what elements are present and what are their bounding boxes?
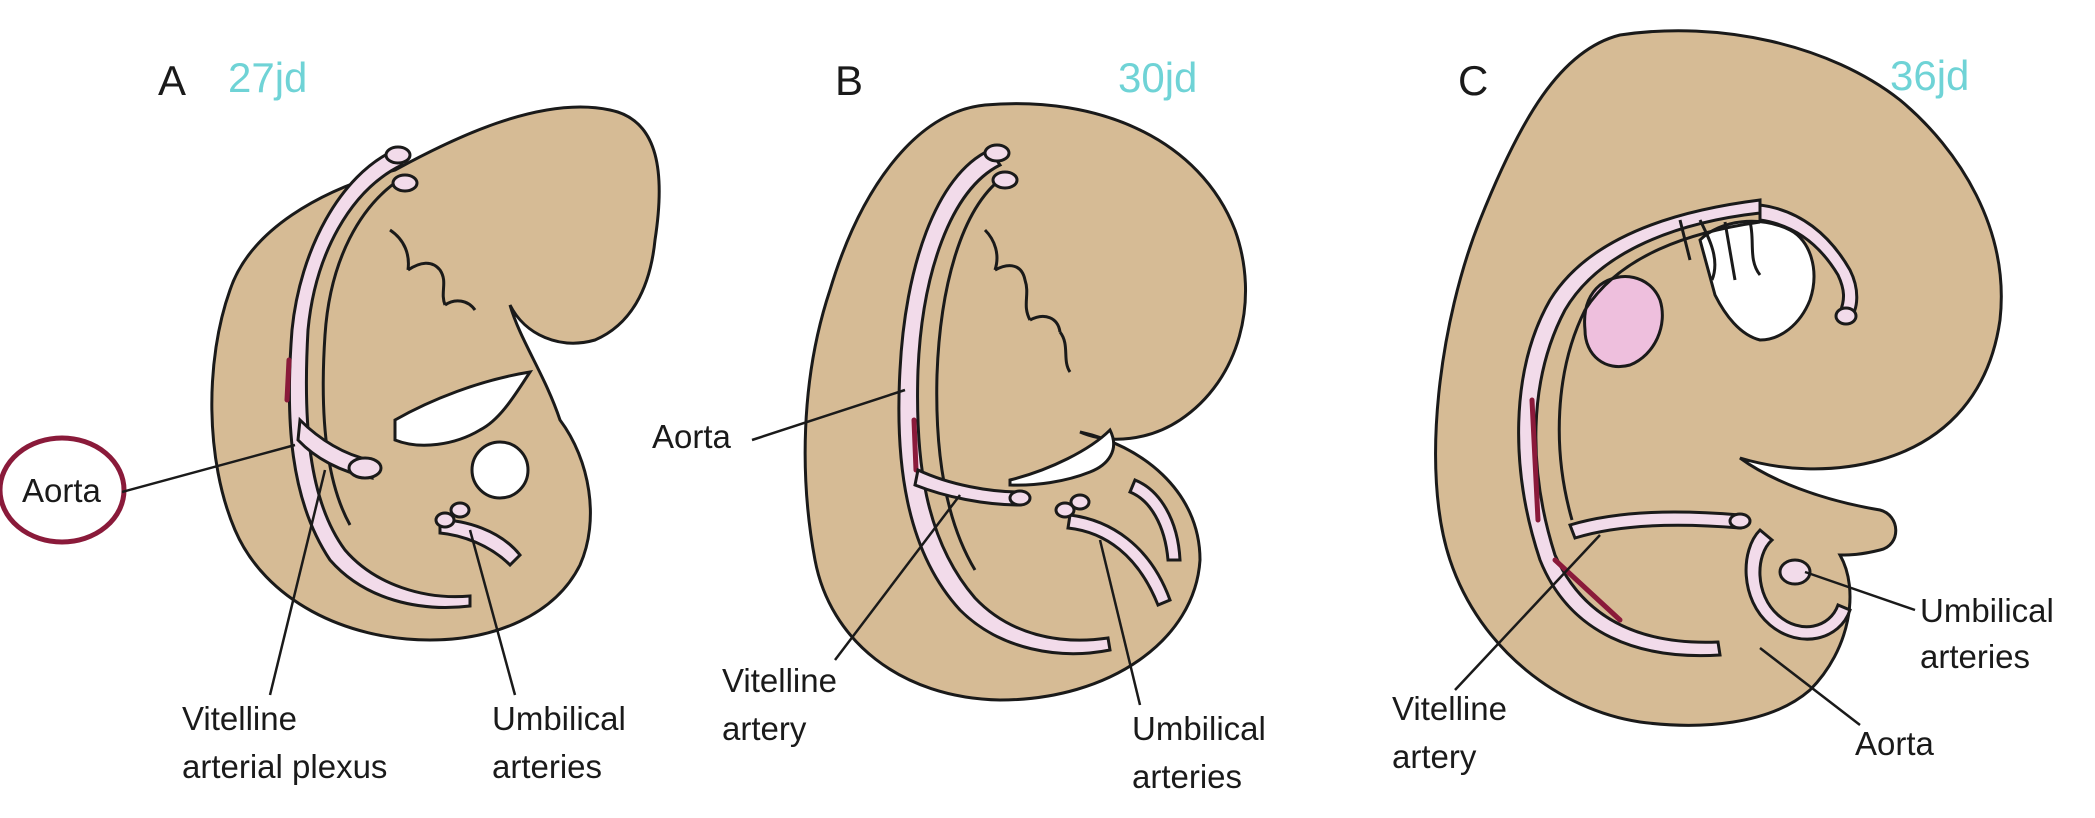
panel-c-vitelline-label-2: artery — [1392, 738, 1477, 775]
panel-b-vitelline-label-2: artery — [722, 710, 807, 747]
panel-a-age: 27jd — [228, 54, 307, 101]
panel-a-dorsal-aorta — [287, 148, 472, 609]
panel-b-umbilical-end-2 — [1069, 493, 1091, 511]
panel-b-blood-mark-1 — [911, 417, 919, 473]
panel-b-aorta-inner — [935, 176, 1003, 571]
panel-a-umbilical-label-1: Umbilical — [492, 700, 626, 737]
panel-a-vitelline-label-2: arterial plexus — [182, 748, 387, 785]
panel-a-umbilical-loop — [470, 440, 530, 500]
panel-c-aorta-label: Aorta — [1855, 725, 1935, 762]
panel-c-arch-branch-end — [1834, 306, 1858, 326]
panel-c-letter: C — [1458, 57, 1488, 104]
panel-b-dorsal-aorta — [897, 148, 1112, 656]
panel-b-umbilical-loop — [1128, 478, 1182, 562]
panel-a-umbilical-leader — [468, 529, 517, 696]
panel-c-heart — [1583, 275, 1664, 368]
panel-b-aorta-leader — [751, 388, 906, 442]
panel-a-umbilical-vessels — [438, 518, 523, 568]
panel-c-aorta-leader — [1759, 647, 1861, 726]
panel-c-pharyngeal-arches — [1678, 219, 1762, 281]
panel-c-blood-mark-1 — [1529, 397, 1541, 523]
panel-b-vitelline-label-1: Vitelline — [722, 662, 837, 699]
panel-a-embryo-body — [210, 105, 661, 642]
panel-b-umbilical-leader — [1098, 539, 1142, 706]
panel-b-vitelline-end — [1008, 489, 1032, 507]
panel-c-umbilical-loop — [1744, 527, 1852, 641]
panel-b-letter: B — [835, 57, 863, 104]
panel-b-aorta-label: Aorta — [652, 418, 732, 455]
panel-c-umbilical-end — [1778, 558, 1812, 586]
panel-a-aortic-arch-top — [384, 145, 412, 165]
panel-b: B 30jd Aorta Vitelline artery Umbilical … — [652, 54, 1266, 795]
panel-b-age: 30jd — [1118, 54, 1197, 101]
panel-c-aorta-inner — [1557, 220, 1761, 521]
panel-b-umbilical-label-1: Umbilical — [1132, 710, 1266, 747]
panel-c-age: 36jd — [1890, 52, 1969, 99]
panel-a-gut-opening — [393, 369, 534, 447]
panel-a-aorta-leader — [121, 443, 296, 494]
panel-b-gut-opening — [1008, 427, 1116, 487]
panel-c-dorsal-aorta — [1517, 198, 1762, 658]
panel-b-umbilical-label-2: arteries — [1132, 758, 1242, 795]
panel-a-branch-vessels — [389, 228, 477, 311]
panel-b-branch-vessels — [983, 228, 1072, 373]
panel-a-umbilical-end-2 — [449, 501, 471, 519]
panel-c-vitelline-leader — [1454, 534, 1601, 691]
panel-c-umbilical-label-1: Umbilical — [1920, 592, 2054, 629]
panel-a-blood-mark — [284, 357, 292, 403]
panel-a-umbilical-end-1 — [434, 511, 456, 529]
panel-c: C 36jd Umbilical arteries Aorta Vitellin… — [1392, 29, 2054, 775]
panel-c-umbilical-leader — [1804, 570, 1916, 612]
panel-c-umbilical-label-2: arteries — [1920, 638, 2030, 675]
panel-b-umbilical-end-1 — [1054, 501, 1076, 519]
panel-a-aorta-inner — [321, 176, 403, 526]
panel-c-embryo-body — [1434, 29, 2003, 727]
panel-a: A 27jd Aorta Vitelline arterial plexus U… — [0, 54, 661, 785]
panel-a-vitelline-label-1: Vitelline — [182, 700, 297, 737]
panel-c-vitelline-end — [1728, 512, 1752, 530]
panel-a-aorta-highlight-circle — [0, 435, 127, 545]
panel-b-aortic-arch-2 — [991, 170, 1019, 190]
panel-a-letter: A — [158, 57, 186, 104]
panel-a-vitelline-leader — [268, 469, 327, 696]
panel-b-vitelline-leader — [834, 494, 961, 661]
panel-a-plexus-end — [347, 456, 383, 480]
panel-c-vitelline-label-1: Vitelline — [1392, 690, 1507, 727]
panel-b-aortic-arch-top — [983, 143, 1011, 163]
panel-a-aorta-label: Aorta — [22, 472, 102, 509]
panel-b-umbilical-vessels — [1066, 513, 1172, 607]
panel-a-umbilical-label-2: arteries — [492, 748, 602, 785]
panel-a-aortic-arch-2 — [391, 173, 419, 193]
